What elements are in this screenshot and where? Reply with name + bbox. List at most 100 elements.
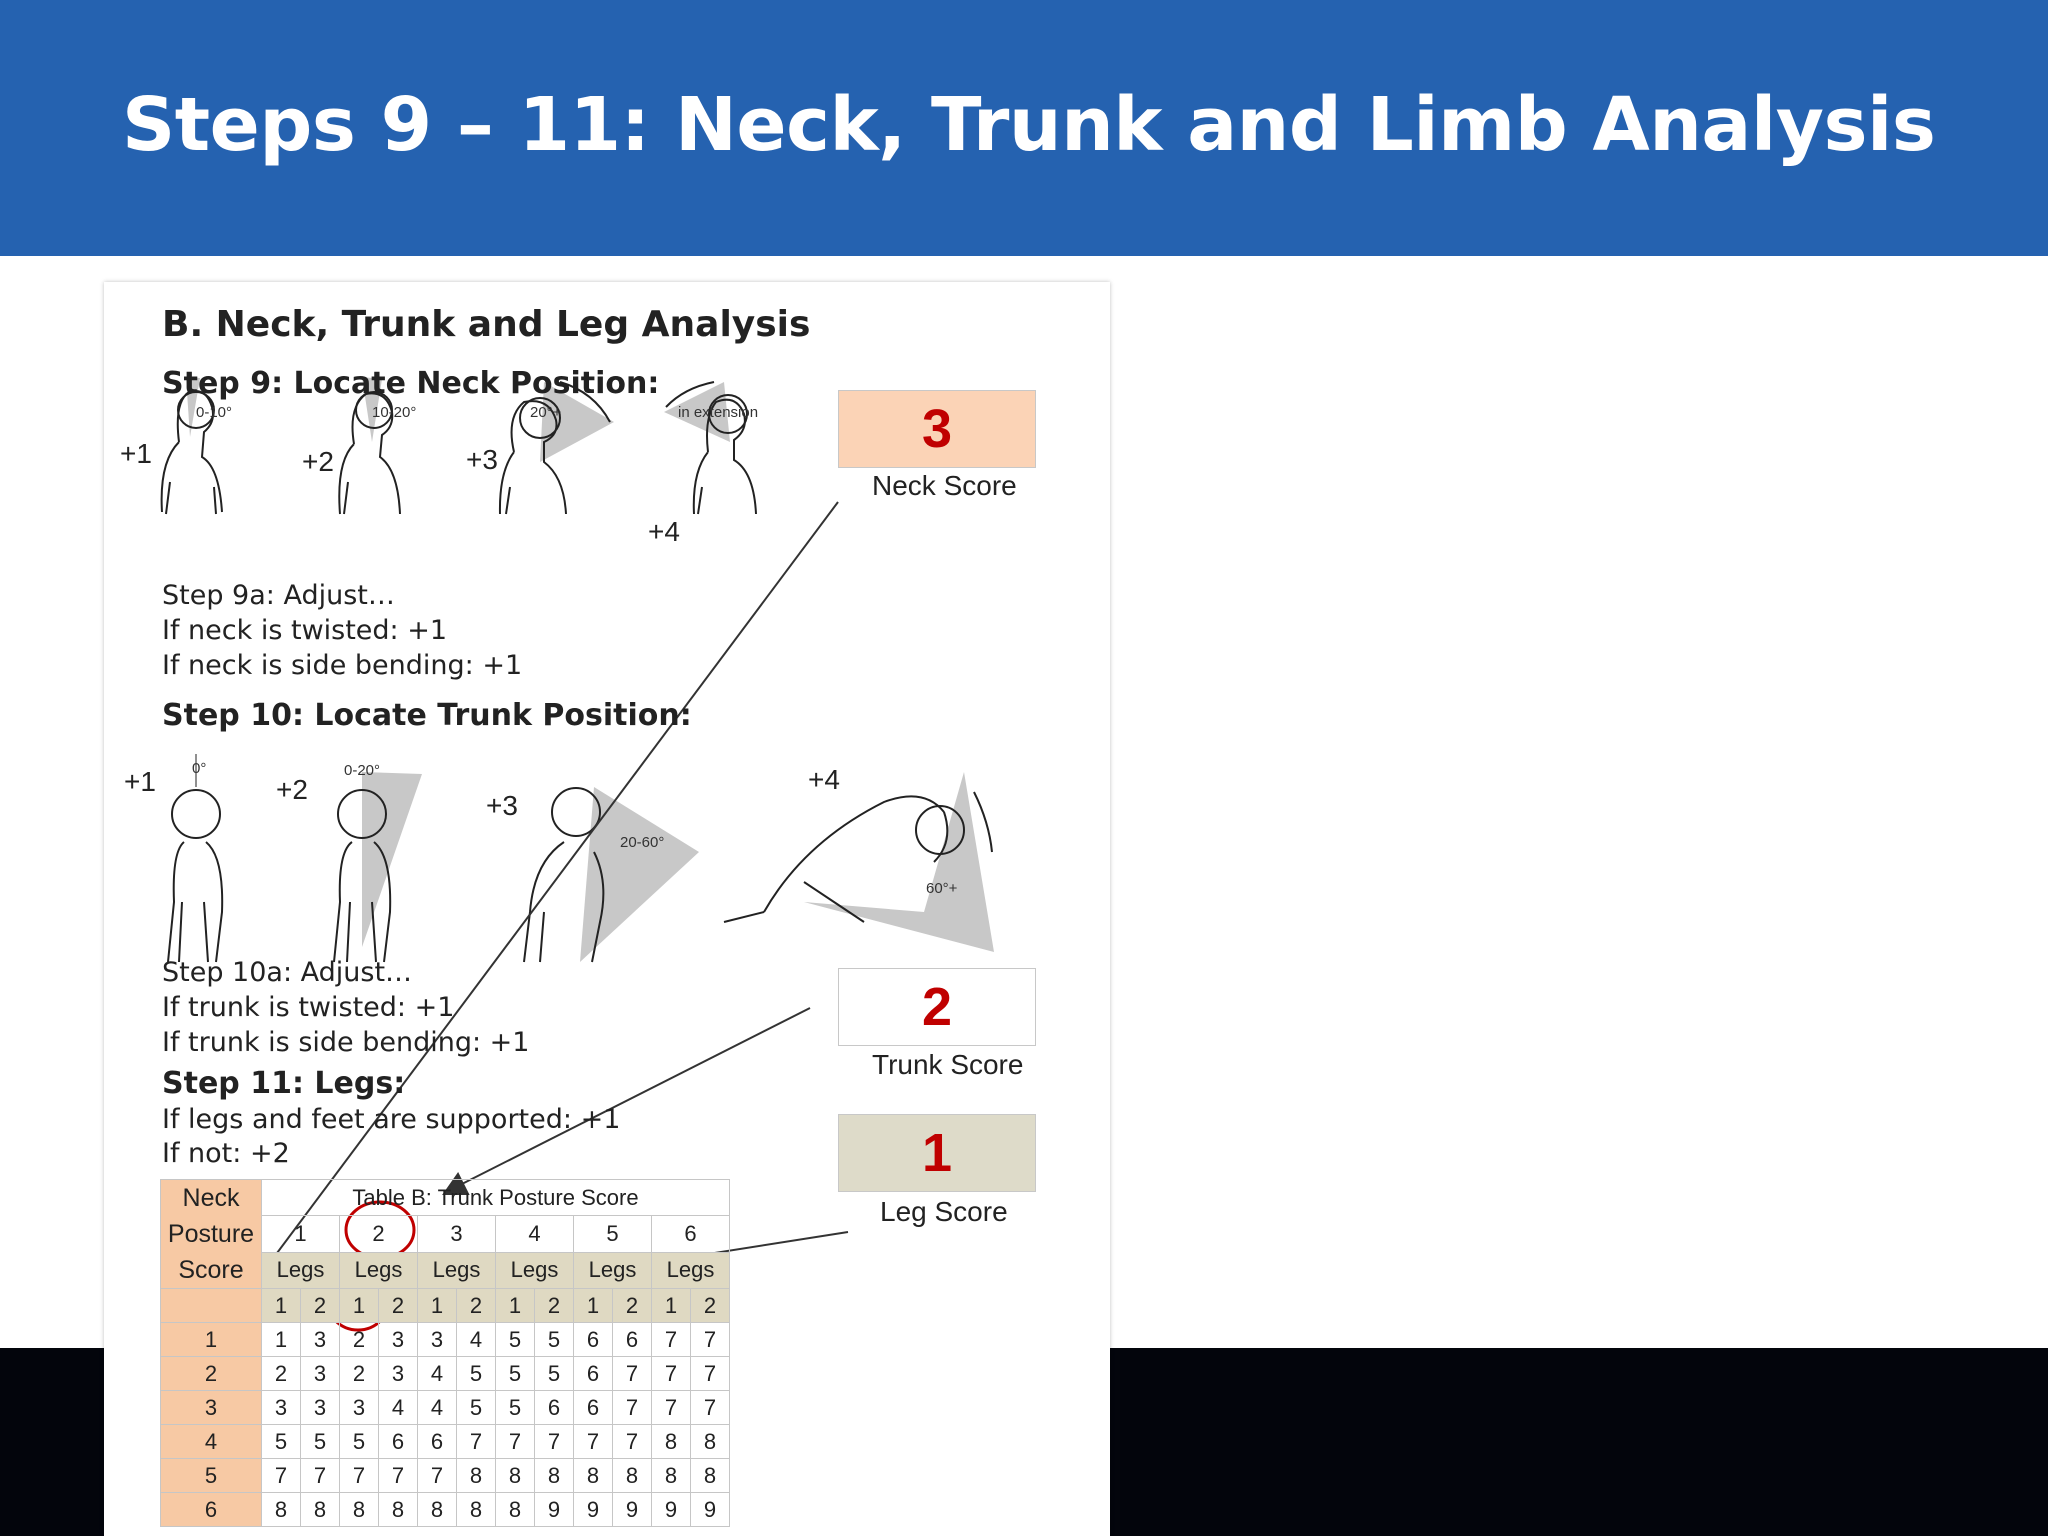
leg-number: 1 [417, 1288, 457, 1323]
posture-illustrations [160, 377, 994, 1434]
table-cell: 8 [651, 1458, 691, 1493]
neck-figure-4 [692, 398, 757, 515]
trunk-score-box: 2 [838, 968, 1036, 1046]
neck-figure-1 [160, 390, 223, 515]
leg-number: 2 [300, 1288, 340, 1323]
legs-label: Legs [339, 1251, 418, 1290]
table-cell: 3 [300, 1322, 340, 1357]
step11-line-2: If not: +2 [162, 1138, 290, 1169]
table-cell: 8 [300, 1492, 340, 1527]
trunk-range-wedge-4 [804, 772, 994, 952]
table-cell: 2 [261, 1356, 301, 1391]
neck-score-row-label: 1 [160, 1322, 262, 1357]
leg-score-box: 1 [838, 1114, 1036, 1192]
step9-heading: Step 9: Locate Neck Position: [162, 366, 660, 401]
table-cell: 7 [612, 1424, 652, 1459]
trunk-figure-3 [523, 841, 605, 963]
leg-number: 1 [651, 1288, 691, 1323]
table-cell: 4 [417, 1356, 457, 1391]
leg-number: 2 [690, 1288, 730, 1323]
table-cell: 6 [573, 1322, 613, 1357]
table-cell: 3 [261, 1390, 301, 1425]
reba-worksheet: B. Neck, Trunk and Leg Analysis Step 9: … [104, 282, 1110, 1536]
neck-header-spacer [160, 1288, 262, 1323]
table-cell: 9 [651, 1492, 691, 1527]
table-cell: 5 [339, 1424, 379, 1459]
table-cell: 5 [300, 1424, 340, 1459]
table-b-title: Table B: Trunk Posture Score [261, 1178, 730, 1217]
trunk-range-3: 20-60° [620, 834, 665, 851]
neck-score-option-2: +2 [302, 446, 334, 477]
table-cell: 7 [300, 1458, 340, 1493]
table-cell: 9 [690, 1492, 730, 1527]
table-cell: 7 [612, 1356, 652, 1391]
table-cell: 8 [378, 1492, 418, 1527]
slide-title: Steps 9 – 11: Neck, Trunk and Limb Analy… [122, 82, 1936, 168]
table-cell: 8 [495, 1492, 535, 1527]
table-cell: 8 [573, 1458, 613, 1493]
leg-number: 1 [573, 1288, 613, 1323]
table-cell: 3 [300, 1356, 340, 1391]
leg-number: 2 [612, 1288, 652, 1323]
step9a-line-3: If neck is side bending: +1 [162, 650, 523, 681]
trunk-score-option-1: +1 [124, 766, 156, 797]
table-cell: 6 [573, 1390, 613, 1425]
trunk-figure-2 [333, 841, 392, 963]
table-cell: 6 [612, 1322, 652, 1357]
trunk-col-header: 3 [417, 1215, 496, 1253]
table-cell: 3 [378, 1356, 418, 1391]
table-cell: 8 [690, 1424, 730, 1459]
neck-score-option-3: +3 [466, 444, 498, 475]
trunk-col-header: 1 [261, 1215, 340, 1253]
trunk-score-option-4: +4 [808, 764, 840, 795]
neck-range-1: 0-10° [196, 404, 233, 421]
neck-score-row-label: 5 [160, 1458, 262, 1493]
table-cell: 5 [534, 1322, 574, 1357]
leg-number: 1 [339, 1288, 379, 1323]
table-cell: 9 [573, 1492, 613, 1527]
trunk-score-label: Trunk Score [872, 1049, 1024, 1080]
table-cell: 4 [378, 1390, 418, 1425]
trunk-col-header: 5 [573, 1215, 652, 1253]
neck-figure-3 [498, 400, 567, 515]
step10a-line-2: If trunk is twisted: +1 [162, 992, 455, 1023]
neck-score-row-label: 3 [160, 1390, 262, 1425]
neck-range-4: in extension [678, 404, 759, 421]
table-cell: 2 [339, 1322, 379, 1357]
trunk-figure-1 [167, 841, 224, 963]
table-cell: 7 [612, 1390, 652, 1425]
trunk-col-header: 4 [495, 1215, 574, 1253]
table-cell: 6 [573, 1356, 613, 1391]
legs-label: Legs [495, 1251, 574, 1290]
neck-range-3: 20°+ [530, 404, 562, 421]
table-cell: 7 [534, 1424, 574, 1459]
leg-score-value: 1 [921, 1123, 953, 1183]
neck-range-2: 10-20° [372, 404, 417, 421]
neck-range-wedge-3 [540, 382, 614, 462]
table-cell: 7 [651, 1390, 691, 1425]
step11-heading: Step 11: Legs: [162, 1066, 406, 1101]
trunk-score-option-3: +3 [486, 790, 518, 821]
table-cell: 8 [495, 1458, 535, 1493]
table-cell: 5 [534, 1356, 574, 1391]
neck-score-row-label: 2 [160, 1356, 262, 1391]
table-cell: 8 [261, 1492, 301, 1527]
trunk-score-value: 2 [921, 977, 953, 1037]
table-cell: 4 [417, 1390, 457, 1425]
step11-line-1: If legs and feet are supported: +1 [162, 1104, 621, 1135]
table-cell: 2 [339, 1356, 379, 1391]
trunk-range-wedge-3 [580, 787, 699, 962]
table-cell: 7 [690, 1322, 730, 1357]
table-cell: 8 [417, 1492, 457, 1527]
table-cell: 5 [495, 1390, 535, 1425]
worksheet-heading: B. Neck, Trunk and Leg Analysis [162, 304, 811, 345]
table-cell: 3 [417, 1322, 457, 1357]
table-cell: 8 [534, 1458, 574, 1493]
table-cell: 3 [339, 1390, 379, 1425]
